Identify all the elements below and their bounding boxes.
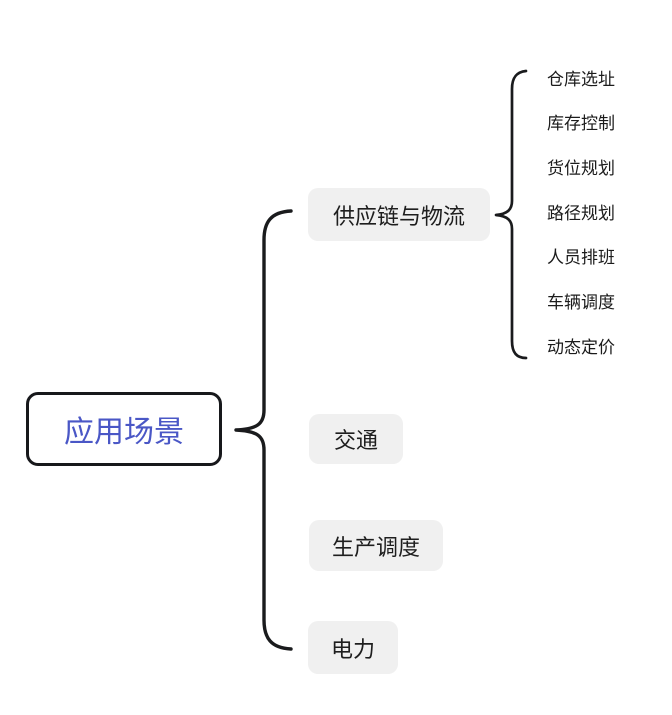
leaf-node-route-planning[interactable]: 路径规划: [547, 204, 615, 223]
branch-node-production-scheduling[interactable]: 生产调度: [309, 520, 443, 571]
leaf-node-slot-planning[interactable]: 货位规划: [547, 159, 615, 178]
leaf-node-inventory-control[interactable]: 库存控制: [547, 114, 615, 133]
root-node[interactable]: 应用场景: [26, 392, 222, 466]
branch-node-label: 交通: [333, 428, 378, 453]
branch-node-traffic[interactable]: 交通: [309, 414, 403, 464]
branch-node-supply-chain-logistics[interactable]: 供应链与物流: [308, 188, 490, 241]
brace-supply-chain-to-leaves: [494, 69, 528, 360]
branch-node-label: 电力: [330, 636, 375, 662]
root-node-label: 应用场景: [64, 416, 184, 449]
leaf-node-vehicle-dispatch[interactable]: 车辆调度: [547, 293, 615, 312]
branch-node-label: 生产调度: [331, 534, 420, 560]
branch-node-electric-power[interactable]: 电力: [308, 621, 398, 674]
brace-root-to-branches: [234, 209, 293, 651]
branch-node-label: 供应链与物流: [332, 203, 465, 229]
leaf-node-staff-scheduling[interactable]: 人员排班: [547, 248, 615, 267]
leaf-node-dynamic-pricing[interactable]: 动态定价: [547, 338, 615, 357]
leaf-node-warehouse-location[interactable]: 仓库选址: [547, 70, 615, 89]
